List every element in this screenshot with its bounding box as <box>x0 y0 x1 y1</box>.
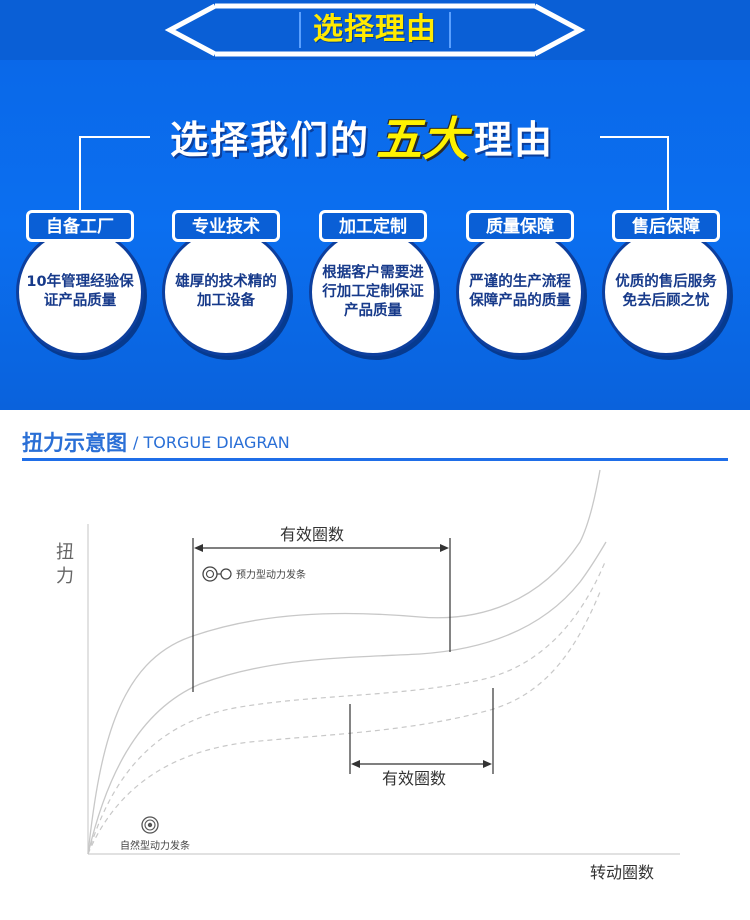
y-axis-label-2: 力 <box>56 566 74 587</box>
x-axis-label: 转动圈数 <box>590 863 654 882</box>
section-title: 扭力示意图 <box>22 431 127 455</box>
preload-spring-label: 预力型动力发条 <box>236 568 306 581</box>
natural-spring-icon <box>141 816 159 834</box>
reason-title: 自备工厂 <box>26 210 134 242</box>
reason-title: 专业技术 <box>172 210 280 242</box>
reason-circle: 雄厚的技术精的加工设备 <box>162 228 290 356</box>
title-band: 选择理由 <box>0 0 750 60</box>
bottom-effective-turns-label: 有效圈数 <box>382 769 446 788</box>
reason-desc: 严谨的生产流程保障产品的质量 <box>469 274 571 309</box>
reason-circle: 优质的售后服务免去后顾之忧 <box>602 228 730 356</box>
reasons-banner: 选择理由 选择我们的 五大 理由 自备工厂 10年管理经验保证产品质量 专业技术… <box>0 0 750 410</box>
reason-title: 加工定制 <box>319 210 427 242</box>
headline: 选择我们的 五大 理由 <box>170 108 555 166</box>
reason-card: 自备工厂 10年管理经验保证产品质量 <box>12 210 150 360</box>
reason-card: 质量保障 严谨的生产流程保障产品的质量 <box>452 210 590 360</box>
top-arrow-right-head <box>440 544 449 552</box>
natural-upper-curve <box>87 561 606 855</box>
reason-desc: 雄厚的技术精的加工设备 <box>175 274 277 309</box>
section-divider <box>22 458 728 461</box>
reason-desc: 优质的售后服务免去后顾之忧 <box>615 274 717 309</box>
section-header: 扭力示意图 / TORGUE DIAGRAN <box>22 426 290 458</box>
reason-title: 售后保障 <box>612 210 720 242</box>
reason-title: 质量保障 <box>466 210 574 242</box>
title-band-decoration <box>0 0 750 60</box>
reason-desc: 10年管理经验保证产品质量 <box>26 274 134 309</box>
banner-title: 选择理由 <box>313 12 437 47</box>
reason-circle: 10年管理经验保证产品质量 <box>16 228 144 356</box>
natural-lower-curve <box>87 591 601 855</box>
headline-post: 理由 <box>474 117 555 162</box>
headline-highlight: 五大 <box>376 112 469 166</box>
reason-desc: 根据客户需要进行加工定制保证产品质量 <box>322 264 424 319</box>
reason-card: 加工定制 根据客户需要进行加工定制保证产品质量 <box>305 210 443 360</box>
bottom-arrow-left-head <box>351 760 360 768</box>
connector-lines <box>79 136 669 215</box>
section-subtitle: / TORGUE DIAGRAN <box>133 432 290 452</box>
natural-spring-label: 自然型动力发条 <box>120 839 190 852</box>
preload-lower-curve <box>87 541 607 855</box>
torque-diagram: 扭 力 转动圈数 有效圈数 有效圈数 预力型动力发条 自然型动力发条 <box>56 469 680 882</box>
reason-circle: 严谨的生产流程保障产品的质量 <box>456 228 584 356</box>
top-arrow-left-head <box>194 544 203 552</box>
bottom-arrow-right-head <box>483 760 492 768</box>
reason-circle: 根据客户需要进行加工定制保证产品质量 <box>309 228 437 356</box>
preload-spring-icon <box>202 566 232 582</box>
reason-card: 售后保障 优质的售后服务免去后顾之忧 <box>598 210 736 360</box>
preload-upper-curve <box>87 469 601 855</box>
reason-card: 专业技术 雄厚的技术精的加工设备 <box>158 210 296 360</box>
headline-pre: 选择我们的 <box>170 117 371 162</box>
top-effective-turns-label: 有效圈数 <box>280 525 344 544</box>
y-axis-label-1: 扭 <box>56 542 74 563</box>
